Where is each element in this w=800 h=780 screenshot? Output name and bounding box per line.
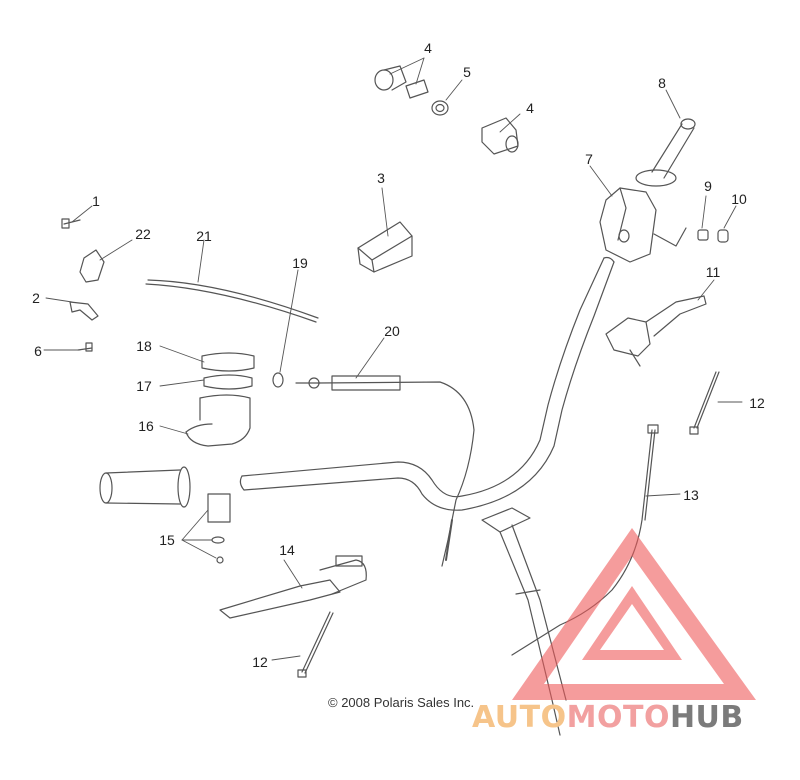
bolt-12-lower	[297, 611, 334, 678]
callout-6: 6	[34, 343, 42, 359]
callout-17: 17	[136, 378, 152, 394]
ignition-switch-4	[374, 65, 429, 99]
callout-15: 15	[159, 532, 175, 548]
callout-22: 22	[135, 226, 151, 242]
callout-10: 10	[731, 191, 747, 207]
watermark-text: AUTOMOTOHUB	[472, 700, 744, 735]
wire-21	[147, 279, 319, 319]
callout-5: 5	[463, 64, 471, 80]
callout-16: 16	[138, 418, 154, 434]
switch-3	[357, 221, 413, 273]
handlebar	[239, 256, 615, 511]
diaphragm-17	[203, 374, 253, 390]
part-9	[697, 229, 709, 241]
screw-6	[77, 342, 93, 352]
callout-12-lower: 12	[252, 654, 268, 670]
lever-11	[605, 295, 707, 367]
callout-1: 1	[92, 193, 100, 209]
bracket-22	[79, 249, 105, 283]
callout-4-ignition: 4	[424, 40, 432, 56]
callout-18: 18	[136, 338, 152, 354]
callout-4-switch: 4	[526, 100, 534, 116]
watermark-part-auto: AUTO	[472, 700, 567, 735]
screw-1	[61, 218, 81, 229]
part-10	[717, 229, 729, 243]
switch-4	[481, 117, 519, 155]
watermark-part-hub: HUB	[669, 700, 744, 735]
throttle-housing-7	[599, 187, 687, 263]
watermark-logo	[512, 528, 756, 700]
callout-20: 20	[384, 323, 400, 339]
clamp-15	[207, 493, 231, 564]
nut-5	[431, 100, 449, 116]
callout-3: 3	[377, 170, 385, 186]
callout-19: 19	[292, 255, 308, 271]
callout-7: 7	[585, 151, 593, 167]
grip-8	[635, 118, 696, 187]
o-ring-19	[272, 372, 284, 388]
left-grip	[99, 466, 191, 508]
callout-8: 8	[658, 75, 666, 91]
callout-2: 2	[32, 290, 40, 306]
callout-11: 11	[705, 264, 721, 280]
callout-12-upper: 12	[749, 395, 765, 411]
brake-lever-14	[219, 555, 367, 619]
steering-post	[481, 507, 567, 736]
reservoir-cover-18	[201, 352, 255, 372]
master-cylinder-16	[185, 394, 251, 447]
callout-21: 21	[196, 228, 212, 244]
callout-9: 9	[704, 178, 712, 194]
callout-14: 14	[279, 542, 295, 558]
pivot-2	[69, 301, 99, 321]
bolt-12-upper	[689, 371, 720, 435]
watermark-part-moto: MOTO	[566, 700, 670, 735]
callout-13: 13	[683, 487, 699, 503]
clutch-cable-20	[295, 375, 475, 567]
copyright-text: © 2008 Polaris Sales Inc.	[328, 695, 475, 710]
